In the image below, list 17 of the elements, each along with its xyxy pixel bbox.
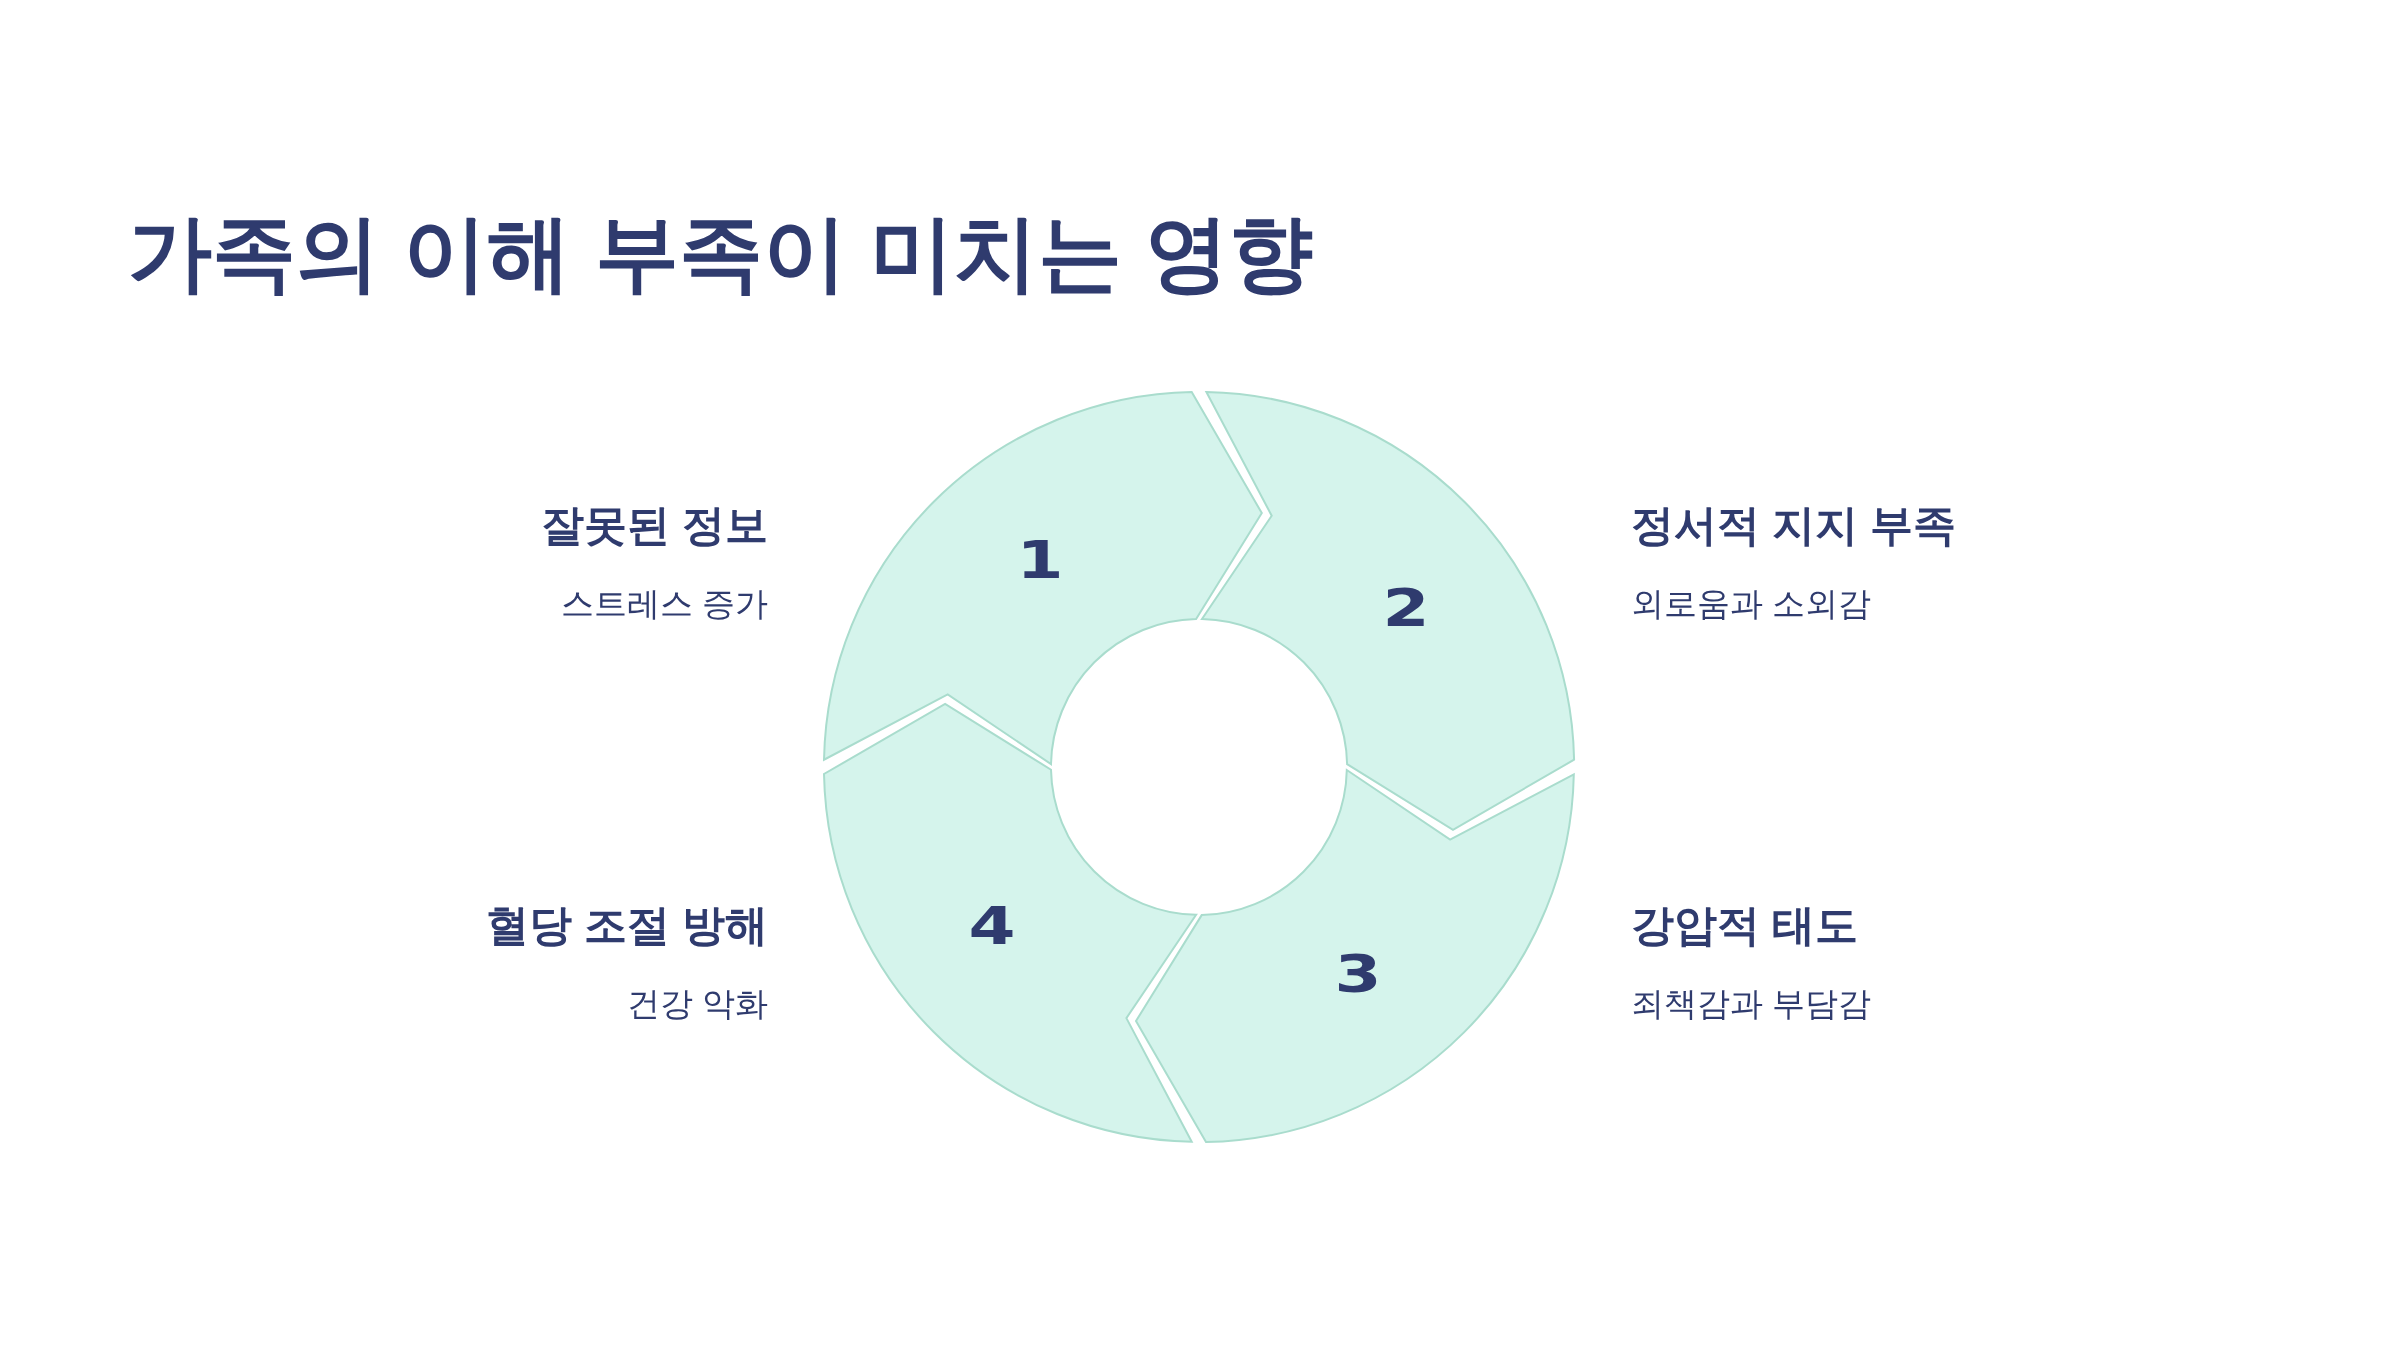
title: 가족의 이해 부족이 미치는 영향 — [128, 205, 1314, 302]
ring-sector — [822, 702, 1199, 1144]
description: 죄책감과 부담감 — [1631, 984, 1872, 1024]
description: 스트레스 증가 — [560, 584, 768, 624]
description: 건강 악화 — [626, 984, 768, 1024]
ring-sector — [1199, 390, 1576, 832]
heading: 강압적 태도 — [1631, 900, 1858, 951]
description: 외로움과 소외감 — [1631, 584, 1872, 624]
heading: 잘못된 정보 — [541, 500, 768, 551]
ring-sector — [822, 390, 1264, 767]
step-number: 4 — [968, 900, 1016, 953]
ring-sector — [1134, 767, 1576, 1144]
step-number: 2 — [1382, 581, 1430, 634]
heading: 혈당 조절 방해 — [486, 900, 768, 951]
step-number: 1 — [1016, 533, 1064, 586]
heading: 정서적 지지 부족 — [1631, 500, 1956, 551]
step-number: 3 — [1334, 948, 1382, 1001]
